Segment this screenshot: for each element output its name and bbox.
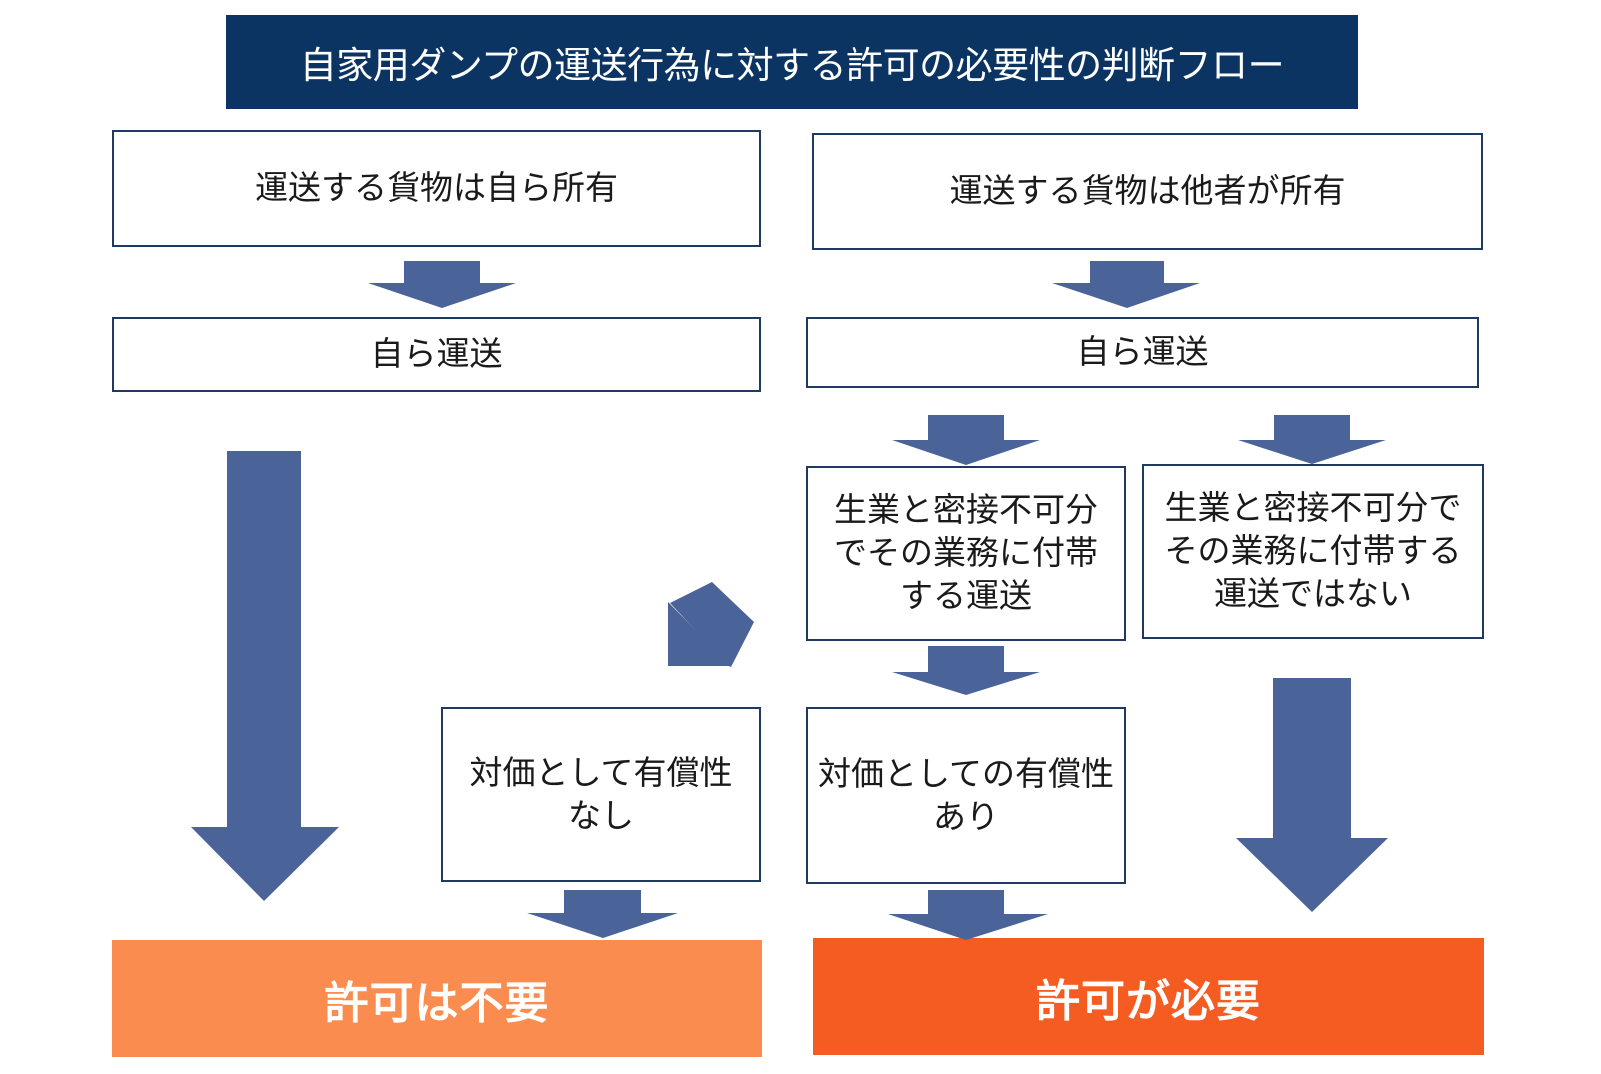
result-permit-not-required: 許可は不要 <box>112 940 762 1057</box>
box-no-compensation: 対価として有償性 なし <box>441 707 761 882</box>
box-incidental-transport: 生業と密接不可分 でその業務に付帯 する運送 <box>806 466 1126 641</box>
arrow-diagonal-head <box>668 602 731 666</box>
box-others-cargo-label: 運送する貨物は他者が所有 <box>949 171 1346 211</box>
box-with-compensation-label: 対価としての有償性 あり <box>817 753 1114 836</box>
arrow-diagonal <box>670 582 754 667</box>
arrow-down-left-long <box>191 451 339 901</box>
box-no-compensation-label: 対価として有償性 なし <box>469 752 733 835</box>
box-self-transport-left: 自ら運送 <box>112 317 761 392</box>
arrow-down-with-compensation <box>888 890 1048 940</box>
result-permit-not-required-label: 許可は不要 <box>324 977 550 1029</box>
box-self-transport-right-label: 自ら運送 <box>1076 332 1209 372</box>
arrow-down-incidental <box>892 415 1040 465</box>
box-with-compensation: 対価としての有償性 あり <box>806 707 1126 884</box>
arrow-down-right-long <box>1236 678 1388 912</box>
box-self-transport-left-label: 自ら運送 <box>370 334 503 374</box>
box-others-cargo: 運送する貨物は他者が所有 <box>812 133 1483 250</box>
box-self-transport-right: 自ら運送 <box>806 317 1479 388</box>
result-permit-required-label: 許可が必要 <box>1036 975 1261 1027</box>
result-permit-required: 許可が必要 <box>813 938 1484 1055</box>
box-own-cargo-label: 運送する貨物は自ら所有 <box>255 168 618 208</box>
box-own-cargo: 運送する貨物は自ら所有 <box>112 130 761 247</box>
box-not-incidental-transport-label: 生業と密接不可分で その業務に付帯する 運送ではない <box>1164 488 1462 613</box>
arrow-down-right-1 <box>1052 261 1200 308</box>
arrow-down-compensation <box>892 646 1040 695</box>
flow-title: 自家用ダンプの運送行為に対する許可の必要性の判断フロー <box>226 15 1358 109</box>
arrow-down-no-compensation <box>527 890 678 938</box>
box-incidental-transport-label: 生業と密接不可分 でその業務に付帯 する運送 <box>834 490 1098 615</box>
arrow-down-not-incidental <box>1238 415 1386 464</box>
box-not-incidental-transport: 生業と密接不可分で その業務に付帯する 運送ではない <box>1142 464 1484 639</box>
arrow-down-left-1 <box>368 261 516 308</box>
